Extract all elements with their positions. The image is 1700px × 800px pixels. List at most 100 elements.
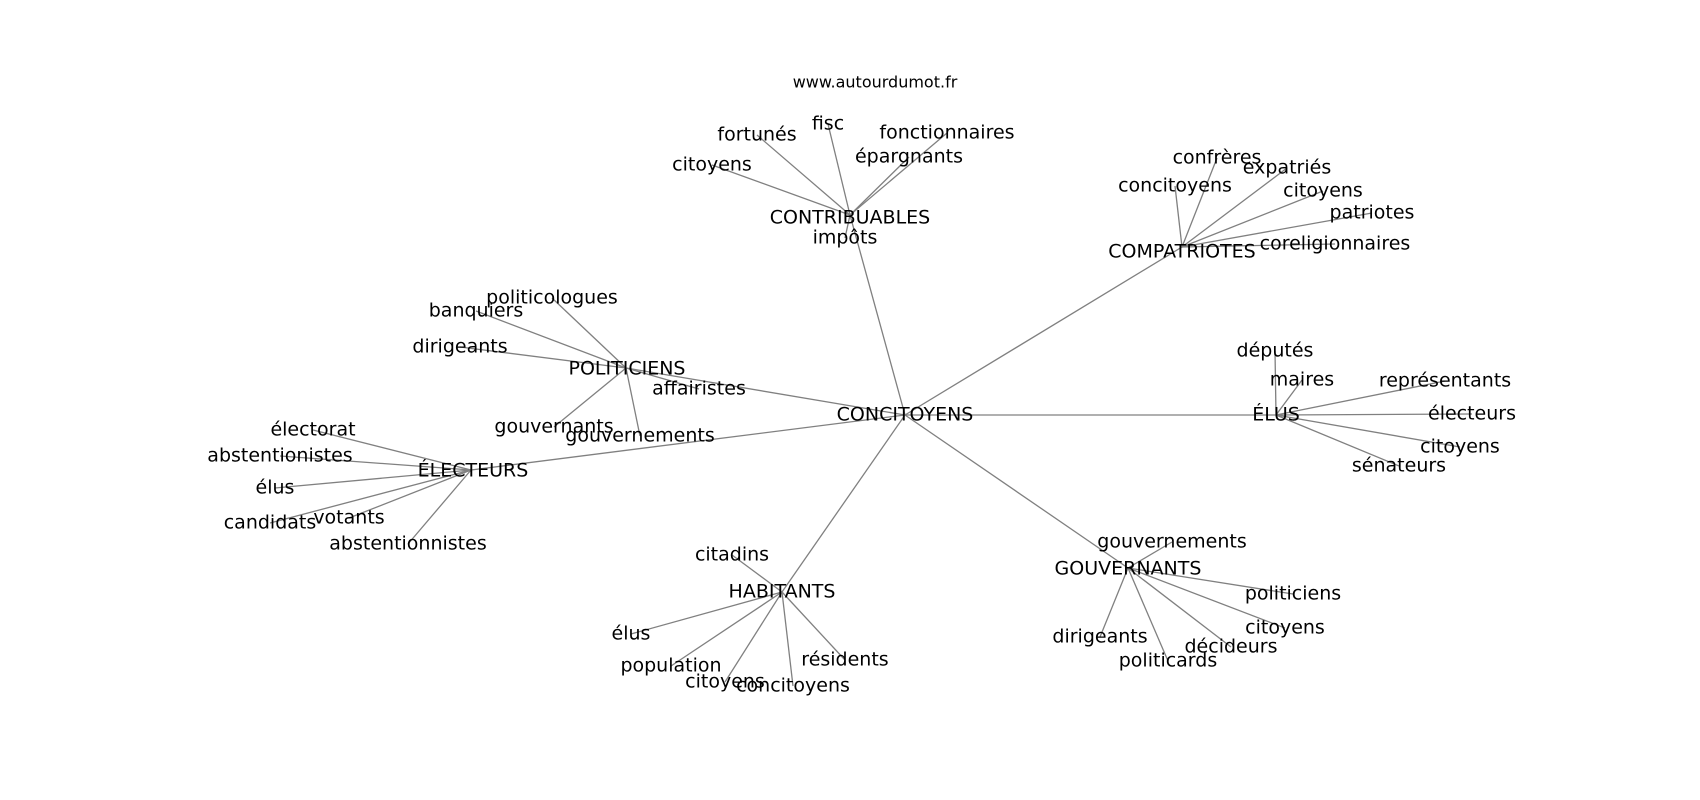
related-word[interactable]: politicards xyxy=(1119,650,1218,672)
related-word[interactable]: députés xyxy=(1237,340,1314,362)
related-word[interactable]: élus xyxy=(256,477,295,499)
edge-1-1 xyxy=(1181,167,1288,248)
related-word[interactable]: votants xyxy=(313,507,384,529)
edge-0-1 xyxy=(756,134,851,216)
related-word[interactable]: fonctionnaires xyxy=(879,122,1014,144)
edge-1-0 xyxy=(1181,157,1218,248)
related-word[interactable]: fisc xyxy=(812,113,844,135)
related-word[interactable]: électeurs xyxy=(1428,403,1516,425)
hub-word[interactable]: ÉLUS xyxy=(1252,403,1300,426)
hub-word[interactable]: COMPATRIOTES xyxy=(1108,241,1255,263)
related-word[interactable]: citoyens xyxy=(1283,180,1363,202)
related-word[interactable]: patriotes xyxy=(1330,202,1415,224)
related-word[interactable]: citoyens xyxy=(672,154,752,176)
edge-6-3 xyxy=(1099,567,1129,638)
edge-center-0 xyxy=(849,214,906,416)
related-word[interactable]: banquiers xyxy=(429,300,524,322)
edge-0-3 xyxy=(849,132,948,216)
related-word[interactable]: électorat xyxy=(270,419,355,441)
edge-0-2 xyxy=(711,164,851,216)
hub-word[interactable]: POLITICIENS xyxy=(569,358,686,380)
related-word[interactable]: confrères xyxy=(1173,147,1262,169)
edge-3-4 xyxy=(1275,414,1461,448)
related-word[interactable]: gouvernements xyxy=(1097,531,1246,553)
edge-1-4 xyxy=(1181,212,1373,248)
related-word[interactable]: citoyens xyxy=(685,671,765,693)
edge-1-2 xyxy=(1174,185,1183,248)
related-word[interactable]: fortunés xyxy=(717,124,796,146)
edge-0-5 xyxy=(844,214,851,239)
edge-5-5 xyxy=(781,591,846,661)
related-word[interactable]: maires xyxy=(1270,369,1334,391)
edge-3-2 xyxy=(1275,380,1446,416)
edge-center-5 xyxy=(781,414,906,593)
edge-4-1 xyxy=(279,455,472,471)
edge-4-2 xyxy=(274,469,472,489)
center-word[interactable]: CONCITOYENS xyxy=(837,404,974,426)
related-word[interactable]: citadins xyxy=(695,544,769,566)
related-word[interactable]: citoyens xyxy=(1245,617,1325,639)
related-word[interactable]: impôts xyxy=(813,227,878,249)
edge-2-5 xyxy=(625,367,641,437)
related-word[interactable]: politicologues xyxy=(486,287,618,309)
edge-3-5 xyxy=(1275,414,1400,467)
related-word[interactable]: décideurs xyxy=(1185,636,1278,658)
edge-center-1 xyxy=(904,246,1183,416)
related-word[interactable]: expatriés xyxy=(1243,157,1331,179)
related-word[interactable]: candidats xyxy=(224,512,317,534)
edge-1-5 xyxy=(1181,243,1336,248)
related-word[interactable]: concitoyens xyxy=(736,675,850,697)
edge-5-1 xyxy=(630,591,783,635)
edge-center-6 xyxy=(904,414,1129,569)
edge-center-4 xyxy=(470,414,906,471)
edge-3-3 xyxy=(1275,413,1473,416)
edge-0-0 xyxy=(827,123,851,216)
edge-4-4 xyxy=(348,469,472,519)
related-word[interactable]: sénateurs xyxy=(1352,455,1446,477)
related-word[interactable]: population xyxy=(620,655,721,677)
edge-5-2 xyxy=(670,591,783,667)
related-word[interactable]: coreligionnaires xyxy=(1260,233,1411,255)
related-word[interactable]: représentants xyxy=(1379,370,1511,392)
edge-6-0 xyxy=(1127,541,1173,569)
related-word[interactable]: affairistes xyxy=(652,378,746,400)
hub-word[interactable]: GOUVERNANTS xyxy=(1055,558,1202,580)
edges xyxy=(269,123,1473,687)
edge-5-4 xyxy=(781,591,794,687)
edge-5-0 xyxy=(731,554,783,593)
related-word[interactable]: gouvernements xyxy=(565,425,714,447)
edge-4-3 xyxy=(269,469,472,524)
related-word[interactable]: dirigeants xyxy=(412,336,507,358)
hub-word[interactable]: ÉLECTEURS xyxy=(418,459,529,482)
edge-4-5 xyxy=(407,469,472,545)
related-word[interactable]: abstentionnistes xyxy=(329,533,486,555)
related-word[interactable]: dirigeants xyxy=(1052,626,1147,648)
hub-word[interactable]: HABITANTS xyxy=(729,581,836,603)
edge-2-2 xyxy=(459,346,627,369)
edge-2-1 xyxy=(475,310,627,369)
source-credit[interactable]: www.autourdumot.fr xyxy=(793,73,958,92)
edge-2-3 xyxy=(625,367,700,390)
edge-center-2 xyxy=(625,367,906,416)
related-word[interactable]: résidents xyxy=(801,649,888,671)
edge-5-3 xyxy=(724,591,783,683)
related-word[interactable]: gouvernants xyxy=(494,416,613,438)
edge-6-5 xyxy=(1127,567,1169,662)
edge-1-3 xyxy=(1181,190,1324,248)
edge-6-4 xyxy=(1127,567,1232,648)
edge-4-0 xyxy=(312,429,472,471)
related-word[interactable]: citoyens xyxy=(1420,436,1500,458)
related-word[interactable]: épargnants xyxy=(855,146,963,168)
edge-0-4 xyxy=(849,156,910,216)
related-word[interactable]: élus xyxy=(612,623,651,645)
edge-2-4 xyxy=(553,367,627,428)
related-word[interactable]: abstentionistes xyxy=(207,445,352,467)
hub-word[interactable]: CONTRIBUABLES xyxy=(770,207,930,229)
related-word[interactable]: concitoyens xyxy=(1118,175,1232,197)
edge-3-1 xyxy=(1275,379,1303,416)
edge-6-2 xyxy=(1127,567,1286,629)
edge-6-1 xyxy=(1127,567,1294,595)
related-word[interactable]: politiciens xyxy=(1245,583,1341,605)
